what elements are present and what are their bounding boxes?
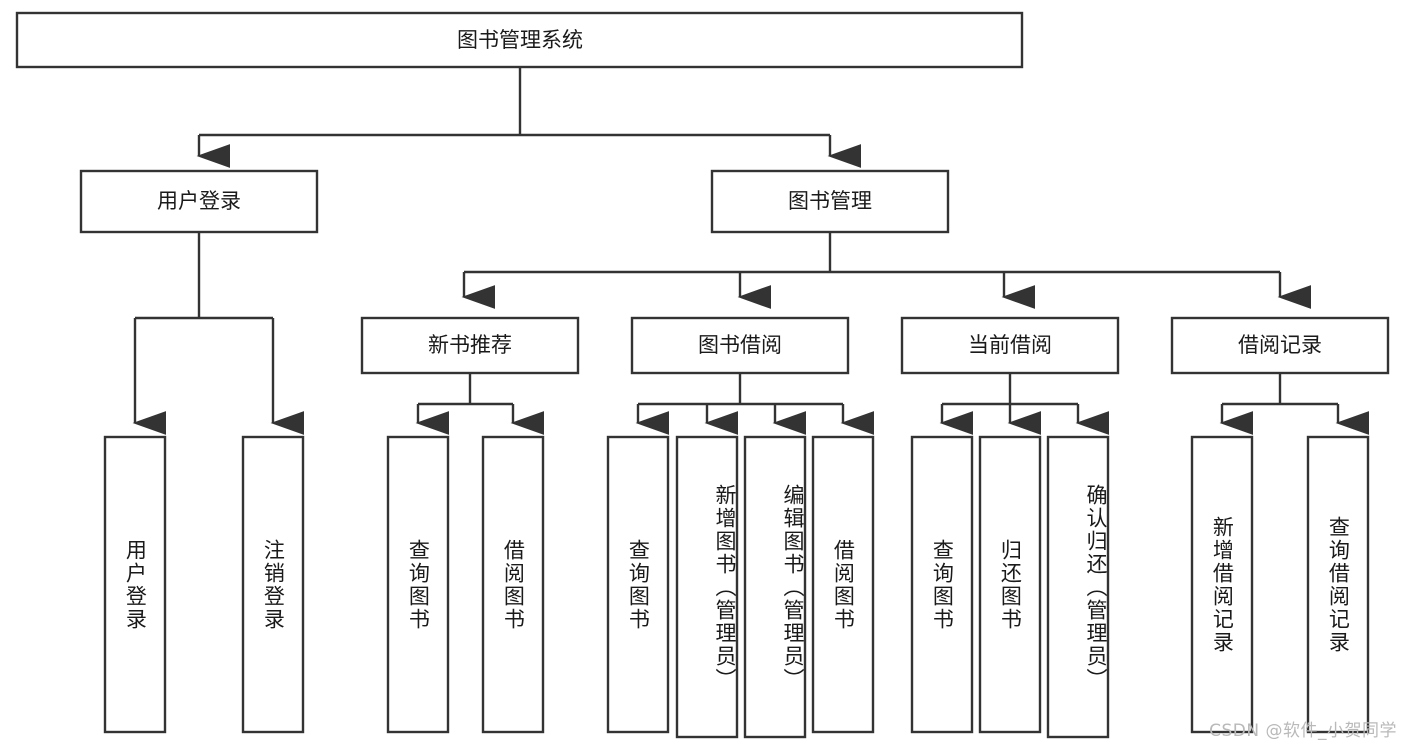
leaf-box-query-record[interactable] [1306,435,1370,734]
node-root-label: 图书管理系统 [457,28,583,52]
node-book-borrow[interactable]: 图书借阅 [630,316,850,375]
leaf-box-confirm-return[interactable] [1046,435,1110,739]
leaf-box-edit-book[interactable] [743,435,807,739]
node-current-borrow-label: 当前借阅 [968,333,1052,357]
node-book-borrow-label: 图书借阅 [698,333,782,357]
csdn-watermark: CSDN @软件_小贺同学 [1209,721,1397,741]
node-root-box [15,11,1024,69]
node-book-manage-label: 图书管理 [788,189,872,213]
node-new-book-recommend[interactable]: 新书推荐 [360,316,580,375]
leaf-box-add-record[interactable] [1190,435,1254,734]
leaf-box-borrow-book-2[interactable] [811,435,875,734]
node-root[interactable]: 图书管理系统 [15,11,1024,69]
node-new-book-recommend-label: 新书推荐 [428,333,512,357]
leaf-box-query-book-3[interactable] [910,435,974,734]
node-user-login[interactable]: 用户登录 [79,169,319,234]
node-book-manage-box [710,169,950,234]
node-borrow-record[interactable]: 借阅记录 [1170,316,1390,375]
leaf-box-query-book-1[interactable] [386,435,450,734]
node-user-login-label: 用户登录 [157,189,241,213]
node-book-borrow-box [630,316,850,375]
leaf-box-borrow-book-1[interactable] [481,435,545,734]
node-current-borrow[interactable]: 当前借阅 [900,316,1120,375]
node-borrow-record-box [1170,316,1390,375]
leaf-box-logout[interactable] [241,435,305,734]
node-current-borrow-box [900,316,1120,375]
node-borrow-record-label: 借阅记录 [1238,333,1322,357]
node-book-manage[interactable]: 图书管理 [710,169,950,234]
leaf-box-add-book[interactable] [675,435,739,739]
leaf-box-return-book[interactable] [978,435,1042,734]
leaf-box-query-book-2[interactable] [606,435,670,734]
node-new-book-recommend-box [360,316,580,375]
leaf-box-user-login[interactable] [103,435,167,734]
